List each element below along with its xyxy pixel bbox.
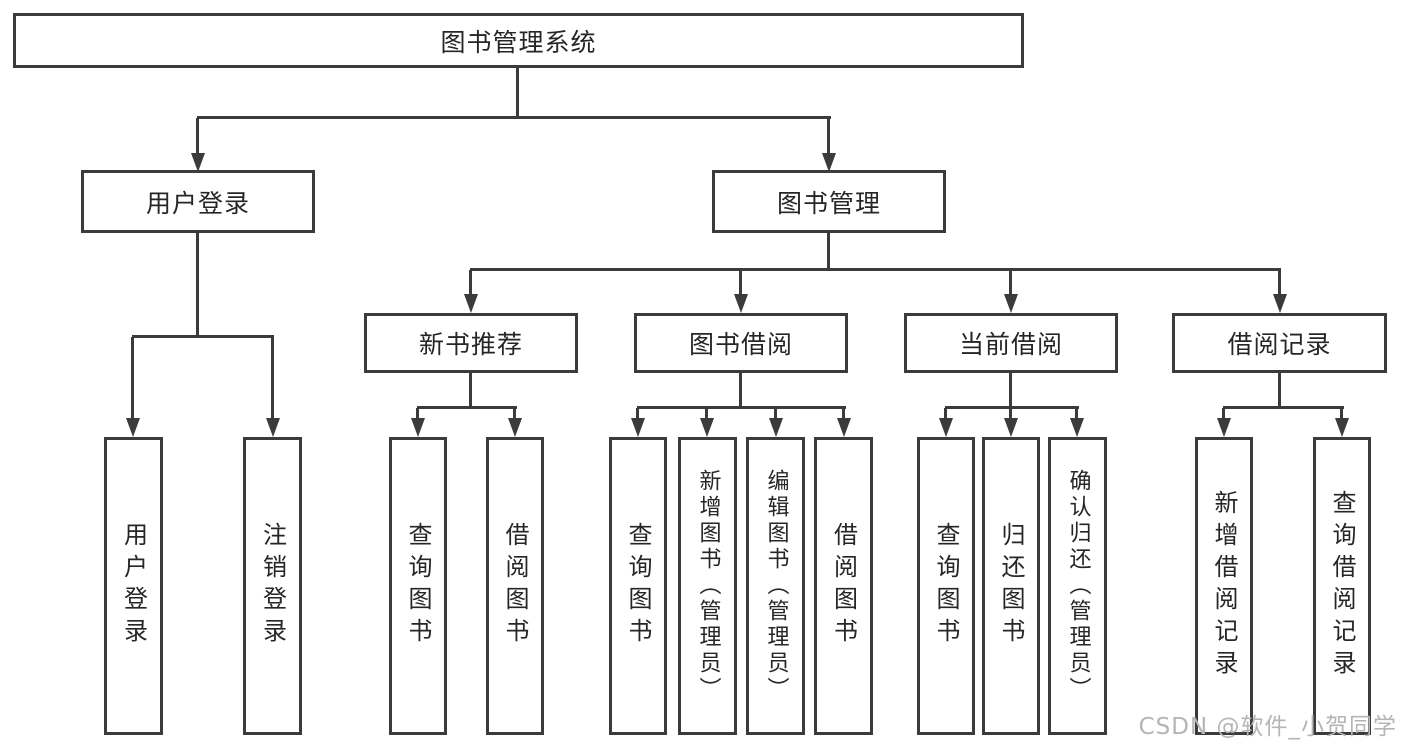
arrow-to-current-borrowing <box>1003 270 1019 313</box>
leaf-query-books-recommend: 查询图书 <box>389 437 447 735</box>
leaf-edit-books-admin: 编辑图书（管理员） <box>746 437 805 735</box>
connector-group3-bar <box>1223 406 1344 409</box>
arrow-group1-child0 <box>630 408 646 437</box>
arrow-to-book-borrowing <box>733 270 749 313</box>
node-borrowing-records: 借阅记录 <box>1172 313 1387 373</box>
node-book-management: 图书管理 <box>712 170 946 233</box>
connector-user-login-stub <box>196 233 199 337</box>
arrow-to-user-login <box>190 118 206 172</box>
arrow-group2-child1 <box>1003 408 1019 437</box>
node-user-login: 用户登录 <box>81 170 315 233</box>
connector-group2-bar <box>945 406 1079 409</box>
arrow-group3-child1 <box>1334 408 1350 437</box>
arrow-group0-child0 <box>410 408 426 437</box>
arrow-group3-child0 <box>1216 408 1232 437</box>
node-new-book-recommendation: 新书推荐 <box>364 313 578 373</box>
connector-root-bar <box>197 116 831 119</box>
connector-group1-stub <box>739 373 742 408</box>
arrow-to-leaf-logout <box>265 337 281 437</box>
arrow-group1-child3 <box>836 408 852 437</box>
leaf-borrow-books: 借阅图书 <box>814 437 873 735</box>
arrow-group2-child2 <box>1069 408 1085 437</box>
connector-group1-bar <box>637 406 846 409</box>
leaf-add-borrow-record: 新增借阅记录 <box>1195 437 1253 735</box>
arrow-to-new-book-recommendation <box>463 270 479 313</box>
leaf-add-books-admin: 新增图书（管理员） <box>678 437 737 735</box>
leaf-confirm-return-admin: 确认归还（管理员） <box>1048 437 1107 735</box>
arrow-group2-child0 <box>938 408 954 437</box>
connector-root-stub <box>516 68 519 118</box>
leaf-query-books-current: 查询图书 <box>917 437 975 735</box>
leaf-return-books: 归还图书 <box>982 437 1040 735</box>
node-current-borrowing: 当前借阅 <box>904 313 1118 373</box>
leaf-borrow-books-recommend: 借阅图书 <box>486 437 544 735</box>
arrow-to-leaf-user-login <box>125 337 141 437</box>
connector-book-management-stub <box>827 233 830 270</box>
leaf-logout: 注销登录 <box>243 437 302 735</box>
arrow-group1-child2 <box>768 408 784 437</box>
arrow-to-borrowing-records <box>1272 270 1288 313</box>
connector-group3-stub <box>1278 373 1281 408</box>
connector-group0-bar <box>417 406 517 409</box>
connector-user-login-bar <box>132 335 274 338</box>
node-book-borrowing: 图书借阅 <box>634 313 848 373</box>
connector-book-management-bar <box>470 268 1281 271</box>
arrow-group0-child1 <box>507 408 523 437</box>
connector-group0-stub <box>469 373 472 408</box>
arrow-group1-child1 <box>699 408 715 437</box>
leaf-query-books-borrowing: 查询图书 <box>609 437 667 735</box>
arrow-to-book-management <box>821 118 837 172</box>
leaf-user-login: 用户登录 <box>104 437 163 735</box>
node-root: 图书管理系统 <box>13 13 1024 68</box>
leaf-query-borrow-record: 查询借阅记录 <box>1313 437 1371 735</box>
connector-group2-stub <box>1009 373 1012 408</box>
csdn-watermark: CSDN @软件_小贺同学 <box>1138 714 1397 740</box>
